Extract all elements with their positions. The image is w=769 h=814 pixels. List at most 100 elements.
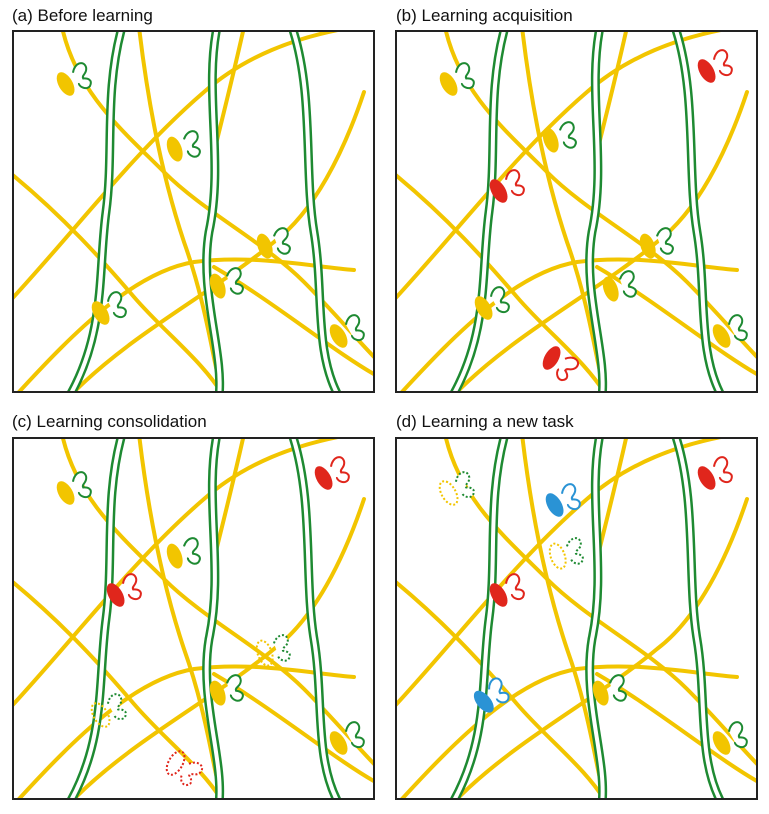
panel-b-diagram (397, 32, 756, 391)
axon-fiber (72, 497, 366, 798)
dendritic-spine (561, 483, 581, 511)
synapse (90, 693, 127, 728)
dendritic-spine (713, 49, 733, 77)
axon-fiber (400, 257, 739, 391)
axon-fiber (72, 90, 366, 391)
dendritic-spine (72, 62, 92, 90)
axon-bouton (697, 59, 716, 83)
dendrite-core (674, 439, 722, 798)
axon-bouton (712, 731, 731, 755)
dendrite (67, 32, 126, 391)
panel-b-title: (b) Learning acquisition (396, 6, 573, 25)
dendritic-spine (122, 573, 142, 601)
axon-bouton (256, 233, 273, 259)
synapse-group (56, 62, 365, 348)
dendrite-core (674, 32, 722, 391)
synapse (489, 573, 525, 607)
synapse (639, 227, 674, 259)
axon-fiber (14, 173, 223, 391)
synapse (473, 677, 510, 713)
axon-fiber (455, 90, 749, 391)
synapse (542, 121, 577, 153)
axon-bouton (209, 680, 226, 706)
dendritic-spine (330, 456, 350, 484)
dendritic-spine (272, 227, 291, 255)
dendritic-spine (107, 291, 127, 319)
axon-bouton (91, 301, 110, 325)
synapse (697, 49, 733, 83)
axon-bouton (548, 542, 567, 570)
panel-d-title: (d) Learning a new task (396, 412, 574, 431)
synapse (166, 537, 201, 569)
synapse (545, 483, 581, 517)
axon-bouton (56, 72, 75, 96)
dendritic-spine (728, 721, 748, 749)
axon-bouton (639, 233, 656, 259)
synapse (166, 130, 201, 162)
synapse (209, 267, 244, 299)
axon-bouton (439, 72, 458, 96)
synapse-group (439, 49, 748, 382)
synapse (439, 62, 475, 96)
dendrite-core (204, 439, 222, 798)
synapse (329, 721, 365, 755)
dendrite-core (587, 439, 605, 798)
panel-a (12, 30, 375, 393)
axon-bouton (329, 324, 348, 348)
panel-c-diagram (14, 439, 373, 798)
dendrite (67, 439, 126, 798)
axon-fiber (17, 664, 356, 798)
dendrite-core (204, 32, 222, 391)
synapse (712, 314, 748, 348)
dendritic-spine (180, 761, 204, 787)
synapse (548, 537, 584, 570)
dendrite (450, 439, 509, 798)
dendritic-spine (608, 674, 627, 702)
synapse (712, 721, 748, 755)
dendritic-spine (655, 227, 674, 255)
axon-bouton (545, 493, 564, 517)
axon-fiber (455, 497, 749, 798)
synapse (91, 291, 127, 325)
axon-bouton (542, 346, 561, 370)
panel-a-title: (a) Before learning (12, 6, 153, 25)
dendrite-core (452, 439, 506, 798)
dendritic-spine (556, 356, 580, 382)
axon-bouton (542, 127, 559, 153)
panel-b (395, 30, 758, 393)
panel-a-diagram (14, 32, 373, 391)
axon-bouton (697, 466, 716, 490)
dendrite-core (452, 32, 506, 391)
axon-bouton (489, 179, 508, 203)
dendritic-spine (107, 693, 127, 721)
synapse-group (56, 456, 365, 787)
dendritic-spine (565, 537, 584, 565)
dendritic-spine (488, 677, 510, 704)
dendrite-core (69, 32, 123, 391)
dendrite-core (587, 32, 605, 391)
axon-bouton (592, 680, 609, 706)
axon-fiber (444, 32, 756, 359)
synapse (209, 674, 244, 706)
axon-bouton (90, 702, 111, 728)
axon-fiber (61, 32, 373, 359)
synapse (329, 314, 365, 348)
dendritic-spine (455, 471, 475, 499)
axon-bouton (106, 583, 125, 607)
axon-bouton (712, 324, 731, 348)
synapse (106, 573, 142, 607)
dendrite (450, 32, 509, 391)
axon-bouton (166, 543, 183, 569)
dendritic-spine (505, 573, 525, 601)
dendritic-spine (713, 456, 733, 484)
axon-fiber (400, 664, 739, 798)
axon-bouton (474, 296, 493, 320)
dendritic-spine (225, 674, 244, 702)
axon-bouton (314, 466, 333, 490)
axon-fiber (595, 265, 756, 376)
panel-d-diagram (397, 439, 756, 798)
synapse (602, 270, 637, 302)
synapse (592, 674, 627, 706)
dendritic-spine (72, 471, 92, 499)
panel-d (395, 437, 758, 800)
